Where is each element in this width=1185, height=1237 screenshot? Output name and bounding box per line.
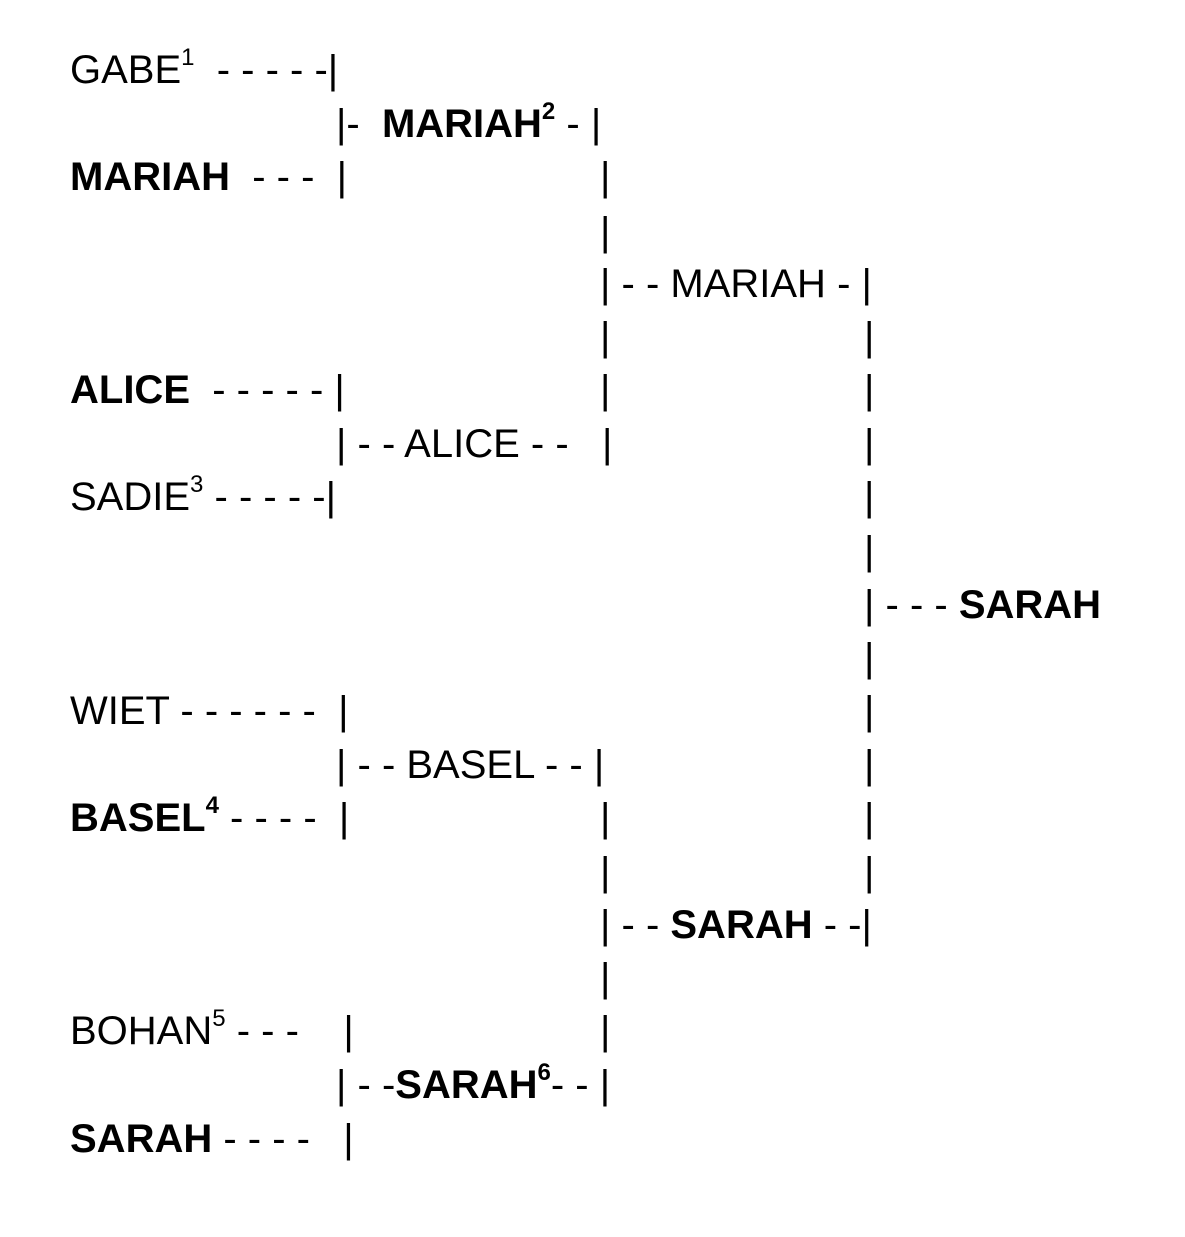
connector-right: - - - - |	[212, 1117, 354, 1161]
bracket-connector-bar: |	[864, 689, 875, 733]
connector-left: | - -	[600, 262, 671, 306]
bracket-connector-bar: |	[600, 1009, 611, 1053]
connector-left: | - -	[600, 903, 671, 947]
bracket-connector-bar: |	[600, 368, 611, 412]
bracket-connector-bar: |	[600, 155, 611, 199]
footnote-marker: 2	[541, 98, 556, 125]
player-name: SARAH	[70, 1117, 213, 1161]
connector-left: | - - -	[864, 583, 959, 627]
player-name: MARIAH	[70, 155, 230, 199]
connector-right: - - |	[519, 422, 613, 466]
bracket-connector-bar: |	[864, 315, 875, 359]
player-name: MARIAH	[670, 262, 826, 306]
entry-basel-r2: | - - BASEL - - |	[336, 745, 604, 785]
player-name: ALICE	[404, 422, 520, 466]
footnote-marker: 3	[190, 471, 204, 498]
entry-basel-r1: BASEL4 - - - - |	[70, 794, 350, 840]
player-name: SARAH	[395, 1063, 538, 1107]
entry-sarah-r3: | - - SARAH - -|	[600, 905, 872, 945]
bracket-connector-bar: |	[864, 636, 875, 680]
player-name: WIET	[70, 689, 170, 733]
player-name: ALICE	[70, 368, 190, 412]
connector-left: | - -	[336, 422, 405, 466]
entry-bohan: BOHAN5 - - - |	[70, 1007, 354, 1053]
footnote-marker: 4	[205, 792, 219, 819]
connector-left: |-	[336, 102, 382, 146]
bracket-connector-bar: |	[600, 850, 611, 894]
player-name: MARIAH	[381, 102, 542, 146]
connector-right: - - |	[533, 743, 605, 787]
player-name: SADIE	[70, 475, 191, 519]
connector-right: - - - - - |	[190, 368, 345, 412]
entry-mariah-r2: |- MARIAH2 - |	[336, 100, 602, 146]
player-name: SARAH	[670, 903, 813, 947]
bracket-connector-bar: |	[600, 956, 611, 1000]
entry-wiet: WIET - - - - - - |	[70, 691, 348, 731]
connector-right: - - - - |	[218, 796, 350, 840]
bracket-connector-bar: |	[864, 422, 875, 466]
connector-right: - - |	[550, 1063, 611, 1107]
connector-left: | - -	[336, 743, 407, 787]
player-name: GABE	[70, 48, 182, 92]
entry-gabe: GABE1 - - - - -|	[70, 46, 339, 92]
connector-right: - |	[825, 262, 872, 306]
footnote-marker: 5	[212, 1005, 226, 1032]
bracket-connector-bar: |	[864, 368, 875, 412]
entry-sadie: SADIE3 - - - - -|	[70, 473, 336, 519]
bracket-connector-bar: |	[864, 850, 875, 894]
connector-right: - - - - - - |	[169, 689, 349, 733]
player-name: SARAH	[958, 583, 1102, 627]
connector-right: - |	[555, 102, 602, 146]
player-name: BASEL	[70, 796, 206, 840]
entry-mariah-r1: MARIAH - - - |	[70, 157, 347, 197]
entry-mariah-r3: | - - MARIAH - |	[600, 264, 872, 304]
connector-right: - - - |	[225, 1009, 354, 1053]
entry-sarah-r2: | - -SARAH6- - |	[336, 1061, 611, 1107]
player-name: BASEL	[406, 743, 534, 787]
footnote-marker: 1	[181, 44, 195, 71]
connector-right: - - - - -|	[194, 48, 339, 92]
entry-alice-r1: ALICE - - - - - |	[70, 370, 345, 410]
bracket-connector-bar: |	[864, 475, 875, 519]
bracket-connector-bar: |	[600, 796, 611, 840]
entry-sarah-r1: SARAH - - - - |	[70, 1119, 354, 1159]
connector-right: - - - |	[229, 155, 348, 199]
entry-alice-r2: | - - ALICE - - |	[336, 424, 612, 464]
bracket-connector-bar: |	[864, 796, 875, 840]
player-name: BOHAN	[70, 1009, 213, 1053]
entry-sarah-final: | - - - SARAH	[864, 585, 1101, 625]
bracket-connector-bar: |	[600, 315, 611, 359]
bracket-connector-bar: |	[864, 529, 875, 573]
footnote-marker: 6	[537, 1059, 551, 1086]
bracket-connector-bar: |	[864, 743, 875, 787]
connector-left: | - -	[336, 1063, 396, 1107]
connector-right: - - - - -|	[203, 475, 336, 519]
connector-right: - -|	[812, 903, 872, 947]
bracket-connector-bar: |	[600, 210, 611, 254]
